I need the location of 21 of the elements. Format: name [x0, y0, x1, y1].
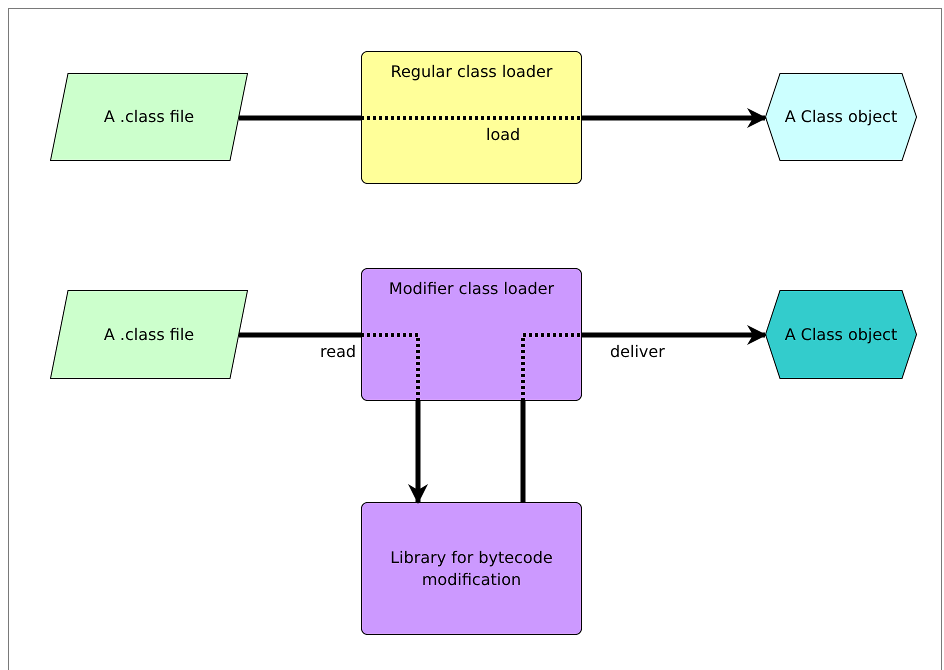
node-label: A Class object	[784, 324, 898, 346]
node-label: Modifier class loader	[388, 278, 554, 300]
arrow	[408, 401, 428, 504]
data-parallelogram	[50, 73, 248, 161]
node-label: A .class file	[104, 324, 194, 346]
arrow	[582, 325, 767, 345]
line-label: load	[486, 125, 520, 145]
process-box	[361, 268, 582, 401]
process-box	[361, 51, 582, 184]
node-label: A Class object	[784, 106, 898, 128]
connector-line	[520, 401, 526, 502]
output-hexagon	[765, 290, 917, 379]
data-parallelogram	[50, 290, 248, 379]
connector-line	[239, 332, 361, 338]
output-hexagon	[765, 73, 917, 161]
node-label: Regular class loader	[390, 61, 552, 83]
node-label: Library for bytecode modification	[389, 546, 554, 590]
connector-line	[239, 116, 361, 120]
arrow	[582, 108, 767, 128]
process-box	[361, 502, 582, 635]
node-label: A .class file	[104, 106, 194, 128]
